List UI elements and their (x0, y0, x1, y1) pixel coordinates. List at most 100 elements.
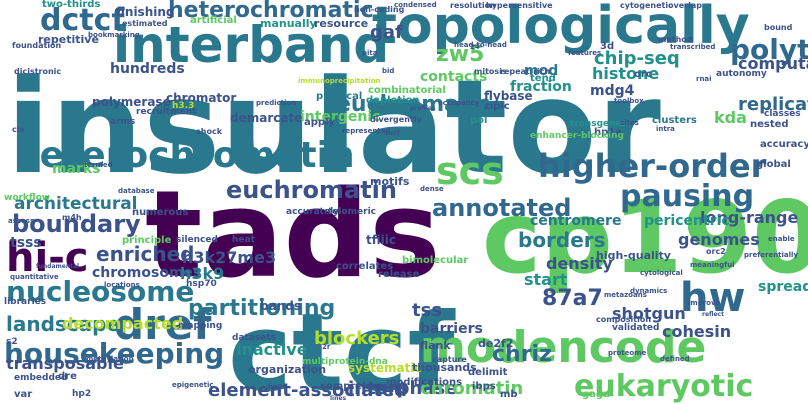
word-accurately: s2 (6, 337, 18, 347)
word-method: resolution (450, 1, 496, 10)
word-housekeeping: housekeeping (4, 337, 225, 370)
word-hi-c: hi-c (6, 235, 89, 281)
word-repetitive: demarcate (230, 111, 303, 125)
word-hg3: surf (384, 129, 400, 137)
word-dref: dref (114, 300, 212, 349)
word-dicistronic: m4h (62, 213, 82, 222)
word-enhancer-blocking: autonomy (716, 69, 767, 79)
word-libraries: heat (232, 235, 255, 245)
word-capture: epigenetic (172, 381, 214, 389)
word-ibps: thousands (412, 361, 477, 374)
word-orc2: metazoans (604, 291, 647, 299)
word-blockers: chromatin (420, 378, 524, 399)
word-fraction: histone (592, 64, 660, 83)
word-inactive: interphase (348, 378, 458, 399)
word-systematic: enhancer-blocking (530, 131, 624, 141)
word-density: inactive (236, 340, 308, 359)
word-telomeric: silenced (176, 235, 218, 245)
word-mb: high-quality (596, 249, 671, 262)
word-tsss: transposable (6, 354, 124, 373)
word-preferentially: improve (688, 299, 721, 307)
word-2r: assess (8, 217, 35, 225)
word-high-quality: transgenes (570, 119, 627, 129)
word-chromator: barriers (420, 321, 483, 337)
word-be28: locations (104, 281, 140, 289)
word-quantitative: profiles (410, 105, 436, 112)
word-assess: database (118, 187, 155, 195)
word-properties: 24 (470, 43, 480, 51)
word-histone: tsss (10, 235, 42, 251)
word-element-associated: hundreds (110, 61, 185, 77)
word-demarcate: centromere (530, 213, 622, 229)
word-h3k27me3: chromosomes (92, 265, 202, 281)
word-proteome: lines (330, 395, 347, 402)
word-organization: gaga (582, 389, 610, 400)
word-87a7: gaf (370, 22, 403, 43)
word-marks: h3k27me3 (182, 248, 277, 267)
word-recruitment: repeat-rich (500, 67, 551, 76)
word-profiles: occupancy (438, 99, 480, 107)
word-interband: interband (113, 16, 390, 74)
word-euchromatin: euchromatin (226, 176, 397, 204)
word-pol: depletion (366, 95, 420, 106)
word-meaningful: cytological (640, 269, 683, 277)
word-composition: dynamics (630, 287, 668, 295)
word-heat: tfiiic (366, 233, 396, 247)
word-decompacted: start (524, 270, 568, 289)
word-occupancy: shock (196, 127, 223, 136)
word-features: cytogenetic (620, 1, 673, 10)
word-database: intra (656, 125, 675, 133)
word-chip-seq: landscape (6, 312, 121, 336)
word-repeat-rich: method (658, 35, 693, 44)
word-transgenes: global (756, 159, 791, 170)
word-estimated: workflow (4, 193, 51, 203)
word-heterochromatic: heterochromatic (168, 0, 374, 23)
word-3d: zipic (484, 101, 510, 112)
word-heterochromatin: heterochromatin (14, 135, 355, 176)
word-classes: nested (750, 119, 789, 130)
word-head-to-head: hypersensitive (486, 1, 553, 10)
word-principle: hp2 (72, 389, 92, 399)
word-dre: comprehensive (320, 381, 406, 392)
word-modifications: delimit (468, 367, 508, 378)
word-24: bound (764, 23, 793, 32)
word-hp1a: accuracy (760, 139, 808, 150)
word-spreading: contacts (420, 69, 488, 85)
word-polytene: zw5 (436, 42, 485, 67)
word-polymerase: intergenic (300, 109, 381, 125)
word-foundation: libraries (4, 297, 47, 307)
word-tfiiic: principle (122, 235, 172, 246)
word-flank: hp1a (594, 127, 622, 138)
word-methylation: quantitative (10, 273, 59, 281)
word-gaga: systematic (348, 361, 422, 375)
word-artificial: polymerase (92, 95, 171, 109)
word-cohesin: density (546, 254, 613, 273)
word-contacts: mod (524, 63, 559, 79)
word-centromere: spreading (758, 279, 808, 295)
word-numerous: embedded (14, 373, 68, 383)
word-dense: toolbox (614, 97, 644, 105)
word-s2: dre (58, 371, 77, 382)
word-pita: meaningful (690, 261, 735, 269)
word-surf: pita (362, 49, 378, 57)
word-represented: arms (110, 117, 136, 127)
word-datasets: ibps (472, 381, 496, 392)
word-orc: flybase (484, 89, 533, 103)
word-overlap: condensed (394, 1, 437, 9)
word-nested: tend (530, 73, 556, 84)
word-bimolecular: numerous (132, 207, 189, 218)
word-workflow: hsp70 (186, 279, 217, 289)
word-zipic: physical (316, 91, 363, 102)
word-enable: bid (382, 67, 395, 75)
word-tads: tads (145, 166, 441, 305)
word-mapping: modifications (386, 377, 463, 388)
word-mod: h3k9 (180, 264, 225, 283)
word-pericentric: kda (714, 108, 747, 127)
word-epigenetic: multiprotein-dna (302, 357, 388, 367)
word-chriz: 87a7 (542, 286, 603, 311)
word-combinatorial: two-thirds (42, 0, 101, 10)
word-shock: rnai (696, 75, 712, 83)
word-dynamics: defined (660, 355, 690, 363)
word-genomes: fraction (510, 79, 572, 95)
